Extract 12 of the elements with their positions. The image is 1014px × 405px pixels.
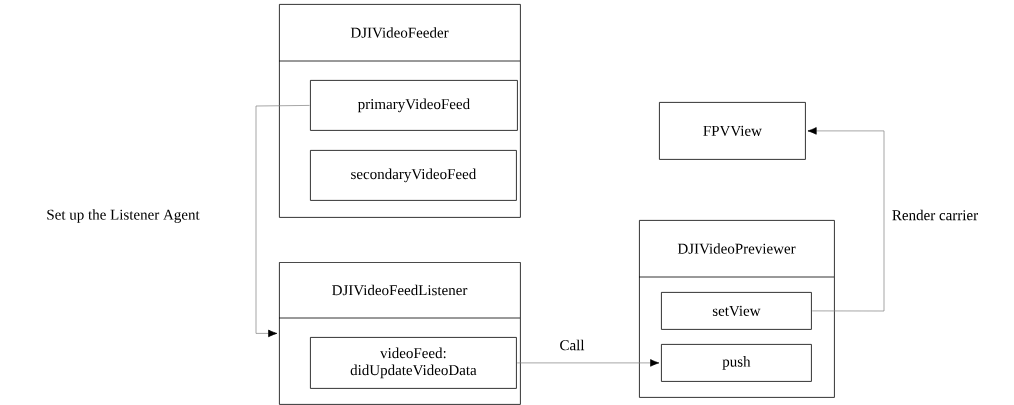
edge-label: Render carrier	[890, 208, 980, 222]
method-box: secondaryVideoFeed	[310, 150, 517, 201]
edge-label: Set up the Listener Agent	[45, 208, 201, 224]
arrow	[807, 127, 885, 312]
arrow	[516, 359, 660, 367]
method-box: setView	[661, 292, 812, 330]
method-box: push	[661, 344, 812, 382]
edge-label: Call	[558, 338, 586, 352]
method-box: videoFeed: didUpdateVideoData	[310, 337, 517, 389]
method-box: primaryVideoFeed	[310, 80, 518, 131]
method-box: FPVView	[659, 102, 806, 160]
arrow	[255, 105, 310, 338]
